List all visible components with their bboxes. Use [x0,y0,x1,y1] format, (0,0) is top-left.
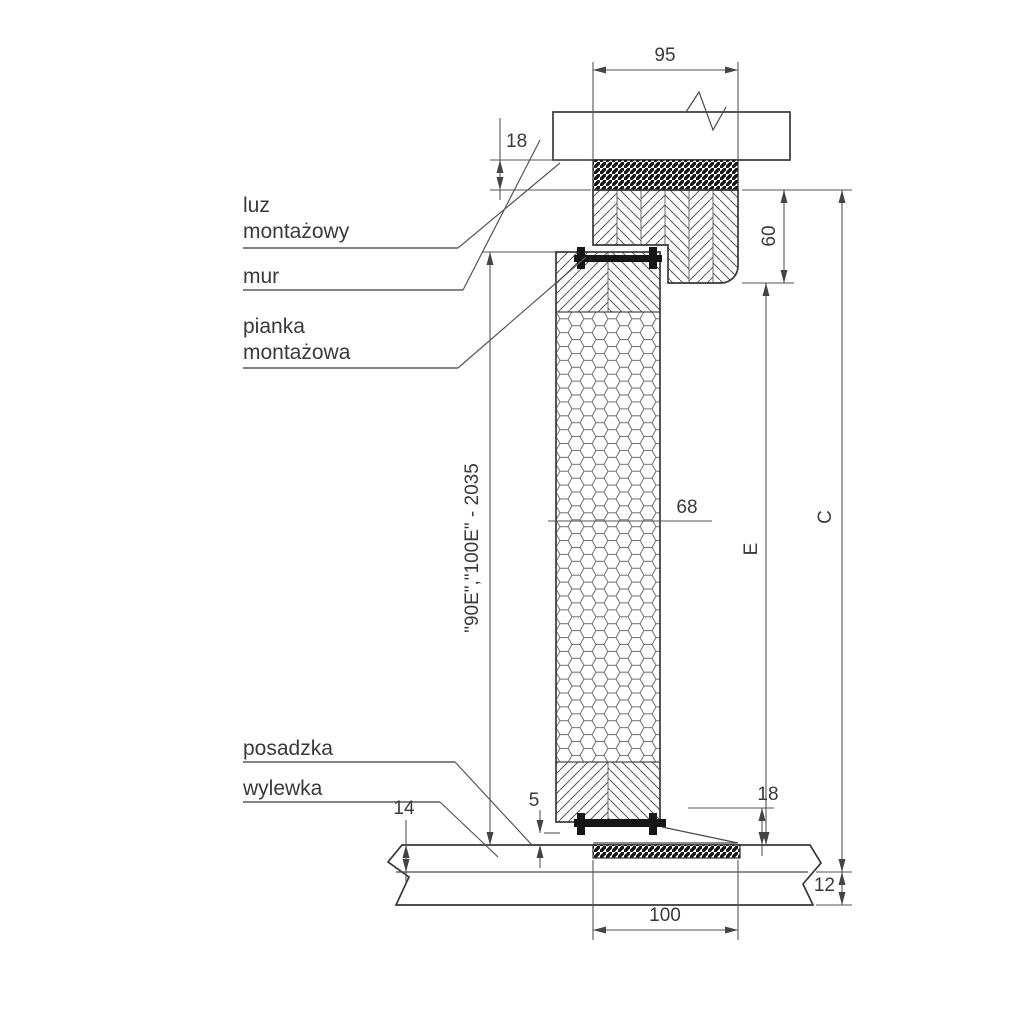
dim-60-value: 60 [759,225,780,246]
mounting-foam-bottom [592,844,741,859]
dim-95-top-width: 95 [592,45,739,160]
label-wylewka: wylewka [242,777,323,800]
dim-18-top-gap: 18 [490,118,591,200]
floor-section [386,844,823,906]
leader-mur [462,139,541,291]
dim-18-bottom-gap: 18 [688,784,779,856]
dim-95-value: 95 [654,45,675,66]
wall-break-mark [685,90,727,132]
dim-12-slab-layer: 12 [814,872,852,906]
dim-14-value: 14 [393,798,415,819]
dim-68-leaf-thickness: 68 [548,497,712,522]
label-posadzka: posadzka [243,737,333,760]
mounting-foam-top [592,159,739,191]
leader-pianka [457,256,587,369]
dim-14-screed: 14 [393,798,415,884]
dim-100-bottom-width: 100 [592,860,739,940]
dim-leaf-height-2035: "90E","100E" - 2035 [462,251,556,845]
dim-5-value: 5 [529,790,540,811]
dim-5-undercut: 5 [529,790,560,868]
callout-pianka-montazowa: pianka montażowa [243,256,587,369]
leaf-bottom-rail [556,762,608,822]
label-pianka-line2: montażowa [243,341,351,364]
threshold-ramp [593,826,739,844]
dim-E-clear-height: E [741,283,770,845]
top-gasket-seal [574,247,662,269]
dim-68-value: 68 [676,497,697,518]
dim-C-total-height: C [815,190,852,873]
door-frame-section [592,189,739,284]
callout-luz-montazowy: luz montażowy [243,162,561,249]
wall-lintel-section [552,90,791,161]
label-pianka-line1: pianka [243,315,305,338]
leader-wylewka [439,801,499,858]
label-luz-line1: luz [243,194,270,217]
dim-100-value: 100 [649,905,681,926]
dim-12-value: 12 [814,875,835,896]
dim-C-value: C [815,510,836,524]
bottom-drop-seal [574,813,739,844]
callout-wylewka: wylewka [242,777,499,858]
label-mur: mur [243,265,279,288]
dim-E-value: E [741,543,762,556]
leaf-honeycomb-core [556,312,660,762]
dim-leaf-height-value: "90E","100E" - 2035 [462,463,483,633]
leader-luz [457,162,561,249]
dim-18-bottom-value: 18 [757,784,778,805]
callout-posadzka: posadzka [243,737,533,846]
label-luz-line2: montażowy [243,220,350,243]
callout-mur: mur [243,139,541,291]
dim-18-top-value: 18 [506,131,527,152]
door-leaf-section [555,251,661,823]
floor-slab [386,844,823,906]
dim-60-frame-height: 60 [742,189,852,284]
leader-posadzka [454,761,533,846]
